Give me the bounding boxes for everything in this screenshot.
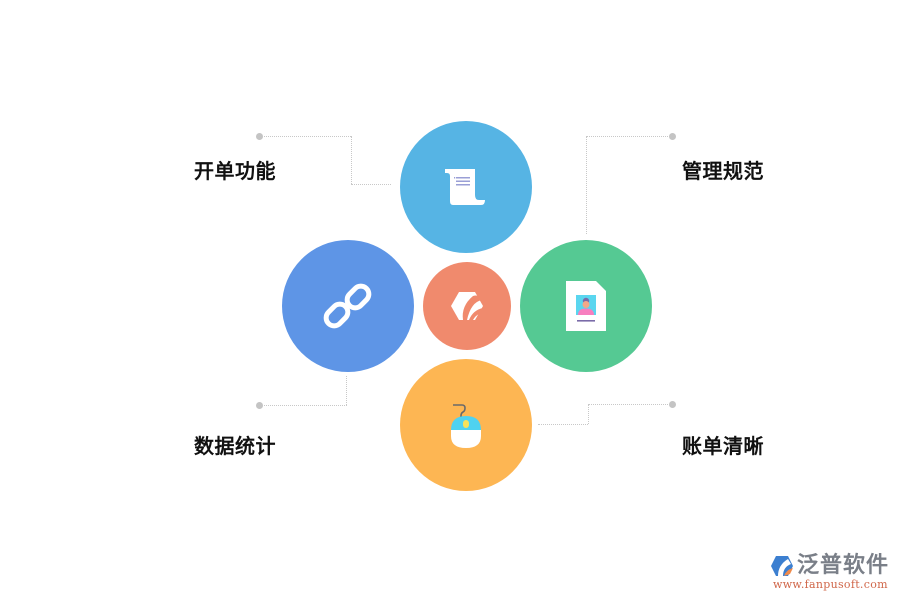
node-bottom [400, 359, 532, 491]
connector-line [586, 136, 670, 137]
node-center [423, 262, 511, 350]
connector-line [351, 136, 352, 184]
connector-line [586, 136, 587, 234]
brand-leaf-hexagon-icon [451, 292, 483, 320]
node-left [282, 240, 414, 372]
computer-mouse-icon [451, 404, 481, 448]
connector-dot [669, 133, 676, 140]
label-bottom-left: 数据统计 [194, 434, 276, 458]
connector-dot [256, 133, 263, 140]
label-top-left: 开单功能 [194, 159, 276, 183]
connector-line [538, 424, 588, 425]
connector-line [588, 404, 670, 405]
connector-line [262, 136, 351, 137]
chain-link-icon [323, 283, 372, 329]
watermark-brand: 泛普软件 [797, 553, 890, 578]
connector-dot [256, 402, 263, 409]
connector-dot [669, 401, 676, 408]
label-top-right: 管理规范 [682, 159, 764, 183]
watermark-logo: 泛普软件 www.fanpusoft.com [770, 553, 895, 593]
scroll-document-icon [445, 169, 485, 205]
id-card-document-icon [566, 281, 606, 331]
node-top [400, 121, 532, 253]
connector-line [262, 405, 347, 406]
fanpu-logo-icon [771, 556, 793, 576]
watermark-url: www.fanpusoft.com [773, 578, 888, 591]
node-right [520, 240, 652, 372]
connector-line [588, 404, 589, 424]
label-bottom-right: 账单清晰 [682, 434, 764, 458]
connector-line [351, 184, 391, 185]
connector-line [346, 376, 347, 405]
